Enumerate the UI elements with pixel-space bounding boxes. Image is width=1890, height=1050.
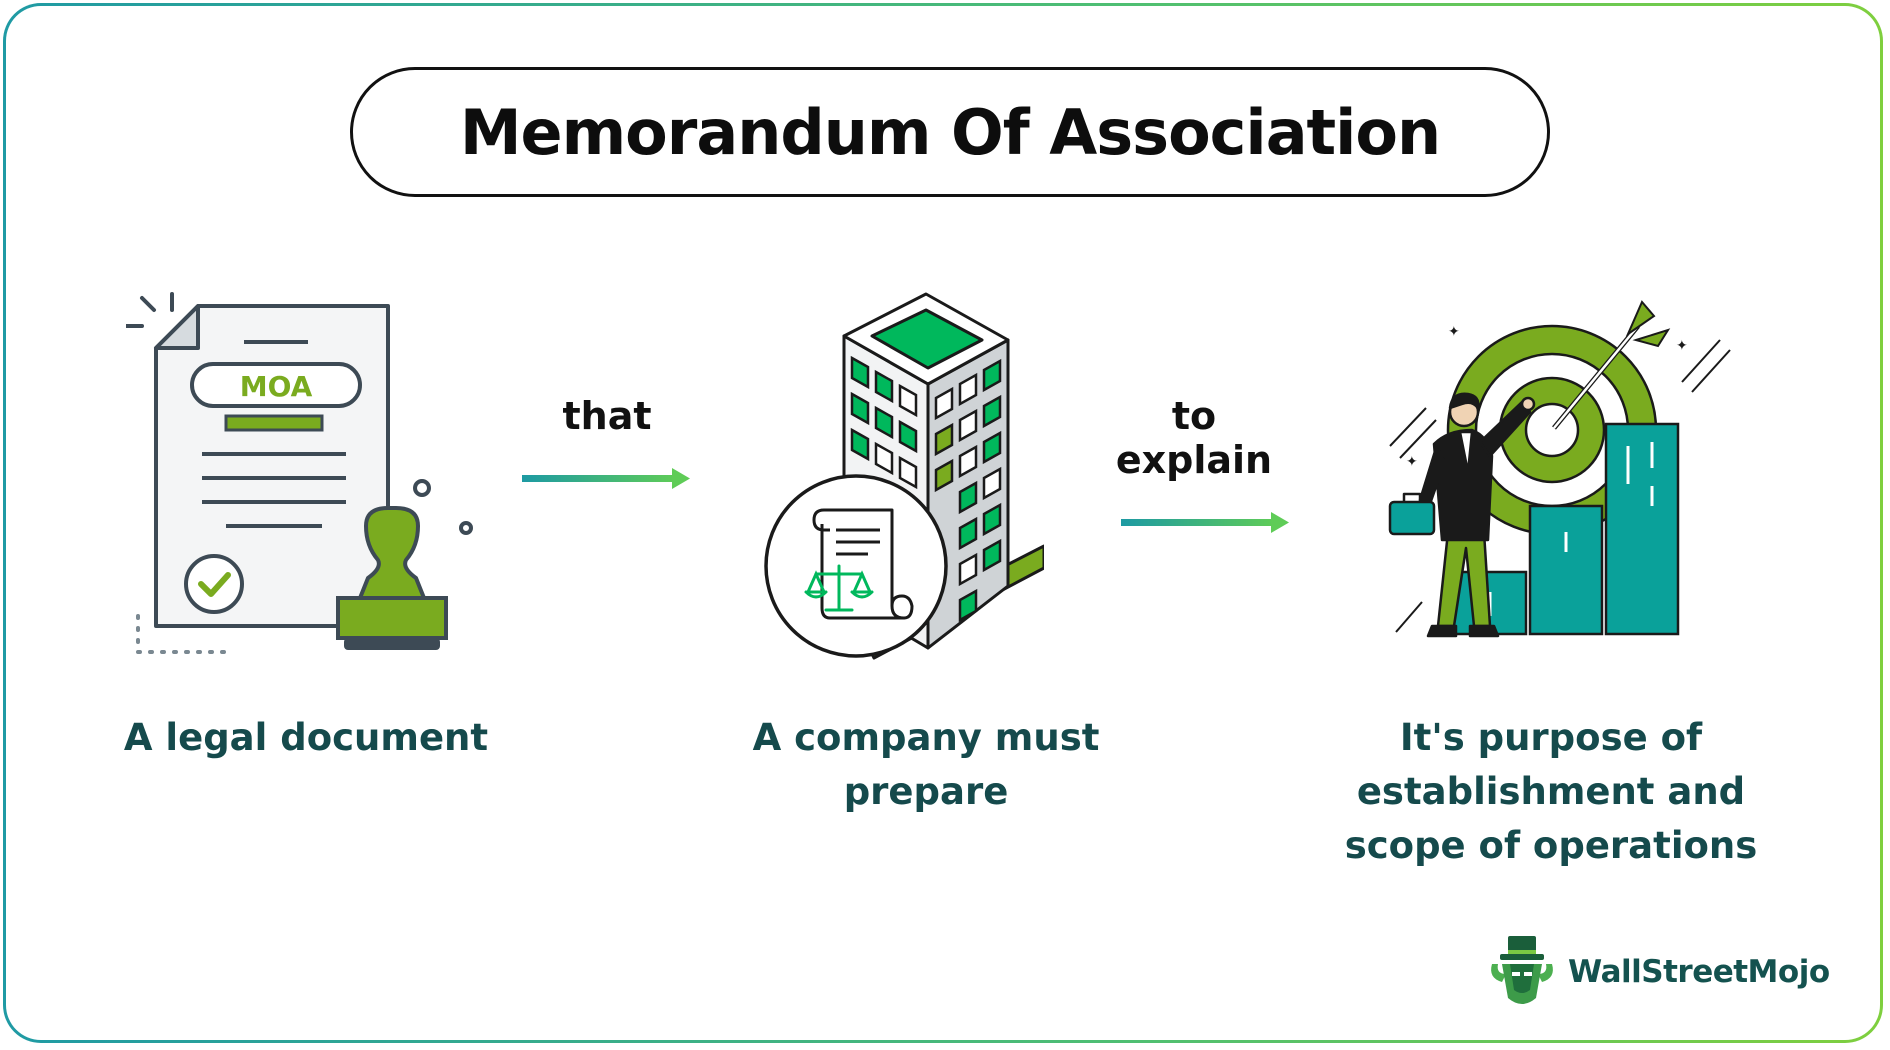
arrow-right-icon: [522, 468, 690, 489]
canvas: Memorandum Of Association MOA: [6, 6, 1880, 1040]
svg-text:✦: ✦: [1448, 324, 1460, 340]
caption-step-2: A company must prepare: [726, 711, 1126, 819]
caption-step-3: It's purpose of establishment and scope …: [1336, 711, 1766, 873]
caption-step-1-text: A legal document: [123, 716, 489, 759]
building-legal-icon: [764, 292, 1044, 660]
svg-text:✦: ✦: [1676, 338, 1688, 354]
target-growth-icon: ✦ ✦ ✦: [1388, 300, 1731, 638]
connector-label-to-explain: to explain: [1115, 394, 1273, 482]
svg-text:✦: ✦: [1406, 454, 1418, 470]
caption-step-2-line-2: prepare: [843, 770, 1009, 813]
bull-mascot-icon: [1491, 936, 1553, 1004]
scales-icon: [804, 564, 874, 612]
caption-step-3-line-2: establishment and: [1356, 770, 1746, 813]
caption-step-1: A legal document: [106, 711, 506, 765]
caption-step-3-line-3: scope of operations: [1344, 824, 1758, 867]
arrow-right-icon: [1121, 512, 1289, 533]
moa-badge-text: MOA: [240, 370, 313, 403]
document-stamp-icon: MOA: [126, 292, 473, 654]
connector-that: that: [522, 394, 692, 494]
logo-wordmark: WallStreetMojo: [1568, 954, 1830, 990]
page-frame: Memorandum Of Association MOA: [3, 3, 1883, 1043]
page-title: Memorandum Of Association: [459, 95, 1441, 169]
title-pill: Memorandum Of Association: [350, 67, 1550, 197]
wallstreetmojo-logo[interactable]: WallStreetMojo: [1486, 934, 1830, 1010]
caption-step-3-line-1: It's purpose of: [1399, 716, 1703, 759]
caption-step-2-line-1: A company must: [752, 716, 1100, 759]
connector-to-explain: to explain: [1096, 394, 1292, 538]
connector-label-that: that: [562, 394, 652, 438]
